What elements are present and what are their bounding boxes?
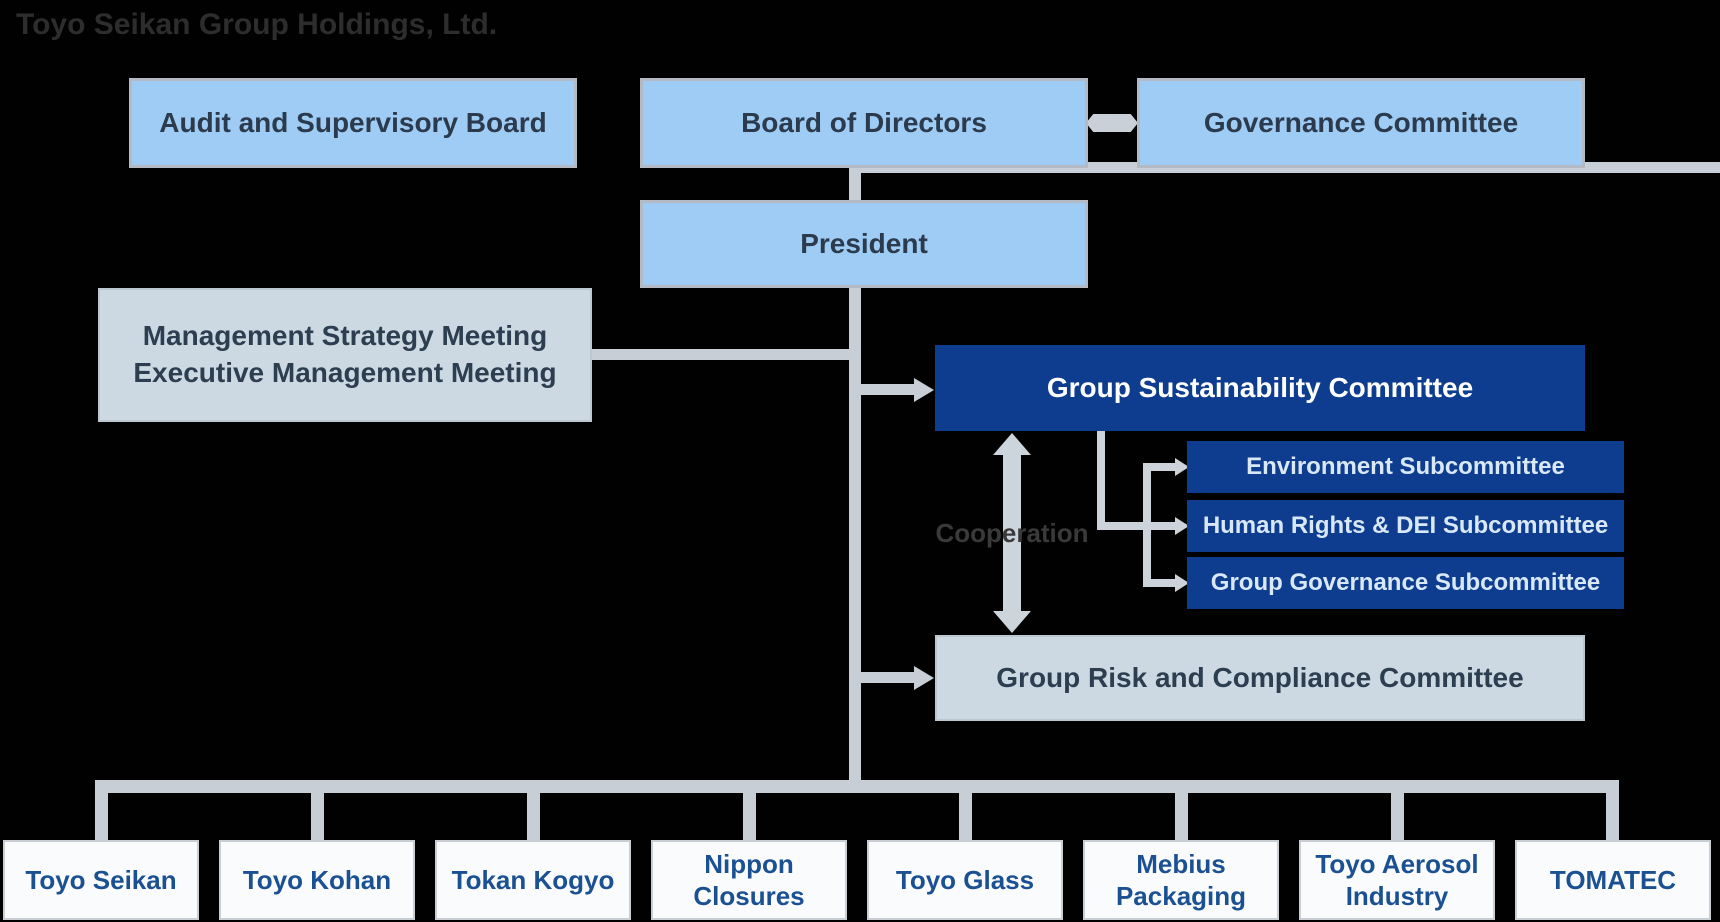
subsidiary-box: Tokan Kogyo <box>435 840 631 920</box>
cooperation-label: Cooperation <box>935 518 1089 548</box>
arrow-right-icon <box>1175 574 1189 592</box>
node-management-meetings: Management Strategy Meeting Executive Ma… <box>98 288 592 422</box>
node-group-governance-subcommittee: Group Governance Subcommittee <box>1187 557 1624 609</box>
node-governance-committee: Governance Committee <box>1137 78 1585 168</box>
connector-subcommittee-mid <box>1097 522 1180 530</box>
connector-subcommittee-arm-3 <box>1143 579 1181 587</box>
connector-drop-6 <box>1175 780 1188 842</box>
connector-drop-4 <box>743 780 756 842</box>
subsidiary-box: Nippon Closures <box>651 840 847 920</box>
connector-drop-5 <box>959 780 972 842</box>
connector-drop-7 <box>1391 780 1404 842</box>
node-board-of-directors: Board of Directors <box>640 78 1088 168</box>
connector-management-branch <box>586 349 855 360</box>
subsidiary-box: Mebius Packaging <box>1083 840 1279 920</box>
arrow-right-icon <box>914 378 934 402</box>
arrow-right-icon <box>1175 458 1189 476</box>
connector-subcommittee-bracket <box>1143 463 1151 587</box>
management-meeting-line1: Management Strategy Meeting <box>142 320 548 352</box>
connector-subcommittee-drop <box>1097 431 1105 526</box>
subsidiary-box: Toyo Kohan <box>219 840 415 920</box>
cooperation-arrow-shaft <box>1003 453 1021 613</box>
arrow-right-icon <box>1175 517 1189 535</box>
board-governance-double-arrow-icon <box>1086 114 1138 132</box>
management-meeting-line2: Executive Management Meeting <box>133 357 557 388</box>
node-environment-subcommittee: Environment Subcommittee <box>1187 441 1624 493</box>
node-audit-supervisory-board: Audit and Supervisory Board <box>129 78 577 168</box>
node-group-sustainability-committee: Group Sustainability Committee <box>935 345 1585 431</box>
arrow-right-icon <box>914 666 934 690</box>
cooperation-arrow-up-icon <box>993 433 1031 455</box>
connector-center-vertical <box>849 168 861 790</box>
subsidiary-box: TOMATEC <box>1515 840 1711 920</box>
subsidiary-box: Toyo Glass <box>867 840 1063 920</box>
subsidiary-box: Toyo Seikan <box>3 840 199 920</box>
connector-risk-branch <box>855 672 917 683</box>
connector-subcommittee-arm-1 <box>1143 463 1181 471</box>
connector-drop-8 <box>1606 780 1619 842</box>
page-title: Toyo Seikan Group Holdings, Ltd. <box>16 8 498 41</box>
connector-sustainability-branch <box>855 384 917 395</box>
subsidiary-box: Toyo Aerosol Industry <box>1299 840 1495 920</box>
node-human-rights-dei-subcommittee: Human Rights & DEI Subcommittee <box>1187 500 1624 552</box>
connector-bottom-trunk <box>95 780 1619 793</box>
cooperation-arrow-down-icon <box>993 611 1031 633</box>
connector-drop-3 <box>527 780 540 842</box>
node-president: President <box>640 200 1088 288</box>
node-group-risk-compliance-committee: Group Risk and Compliance Committee <box>935 635 1585 721</box>
connector-drop-2 <box>311 780 324 842</box>
connector-drop-1 <box>95 780 108 842</box>
